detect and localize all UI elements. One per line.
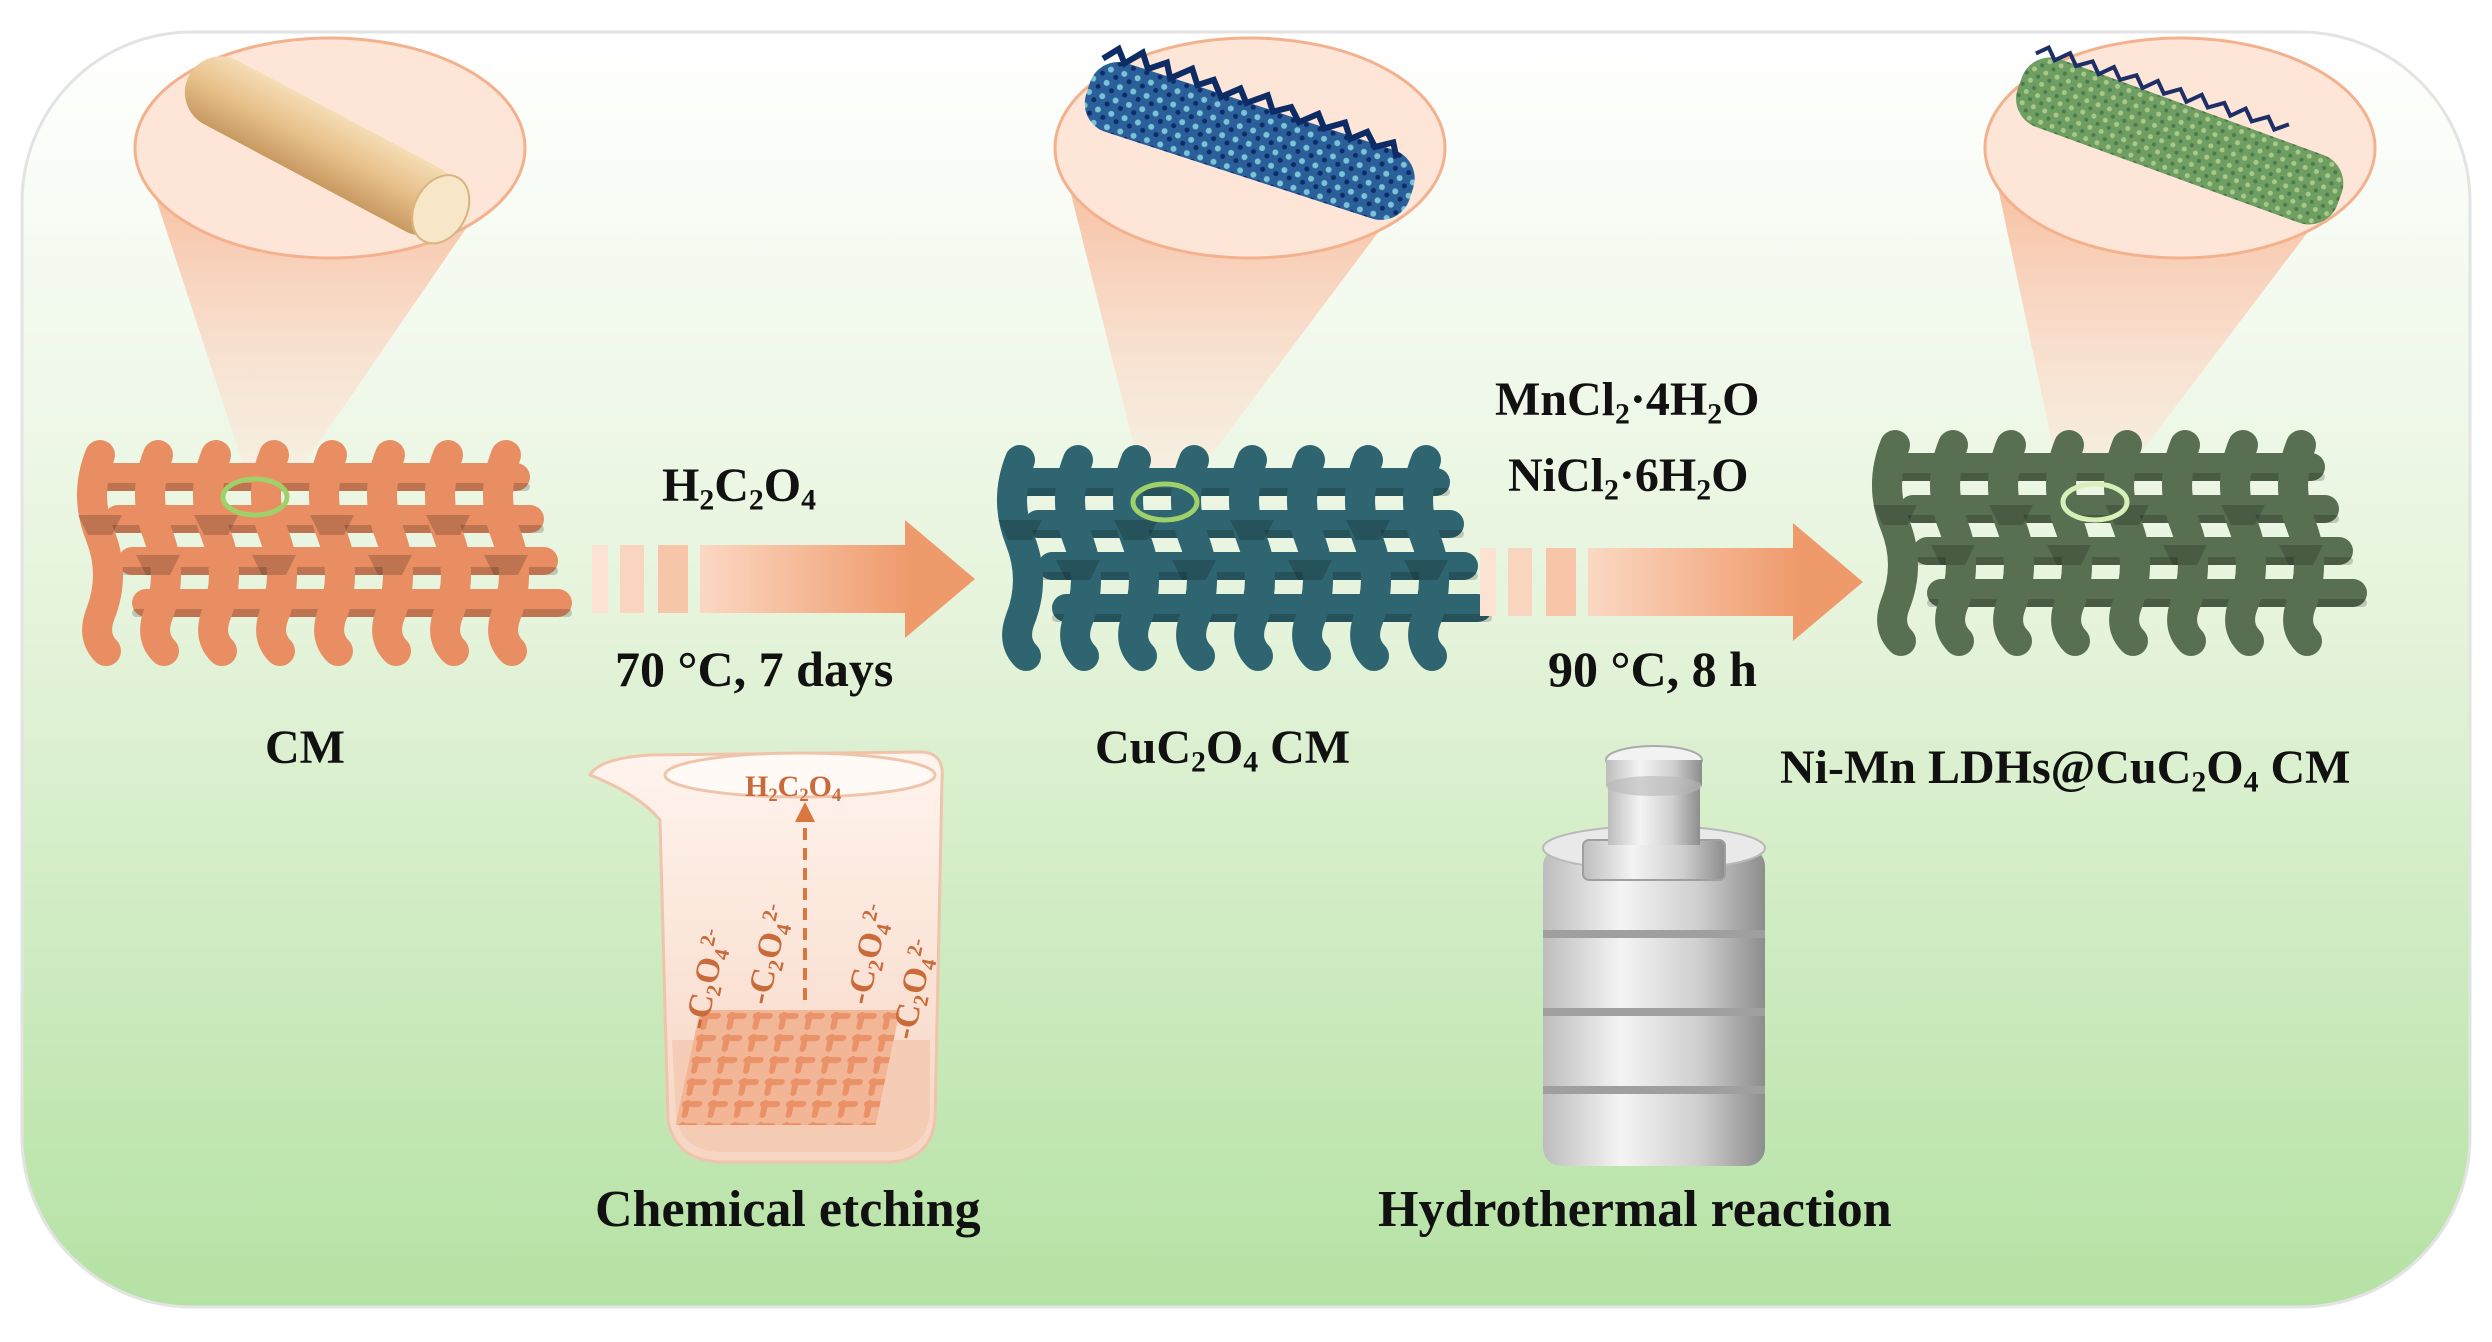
reagent-h2c2o4: H2C2O4 <box>662 458 816 513</box>
condition-step2: 90 °C, 8 h <box>1548 640 1757 698</box>
condition-step1: 70 °C, 7 days <box>615 640 893 698</box>
label-ldh-cm: Ni-Mn LDHs@CuC2O4 CM <box>1780 740 2350 795</box>
label-cuc2o4-cm: CuC2O4 CM <box>1095 720 1350 775</box>
process-hydrothermal-reaction: Hydrothermal reaction <box>1378 1180 1892 1239</box>
ldh-coated-mesh <box>1873 445 2367 641</box>
copper-oxalate-mesh <box>998 460 1492 656</box>
beaker-label-h2c2o4: H2C2O4 <box>745 770 841 804</box>
reagent-nicl2: NiCl2·6H2O <box>1508 448 1748 503</box>
copper-mesh-cm <box>78 455 572 651</box>
reagent-mncl2: MnCl2·4H2O <box>1495 372 1759 427</box>
label-cm: CM <box>265 720 345 775</box>
process-chemical-etching: Chemical etching <box>595 1180 981 1239</box>
